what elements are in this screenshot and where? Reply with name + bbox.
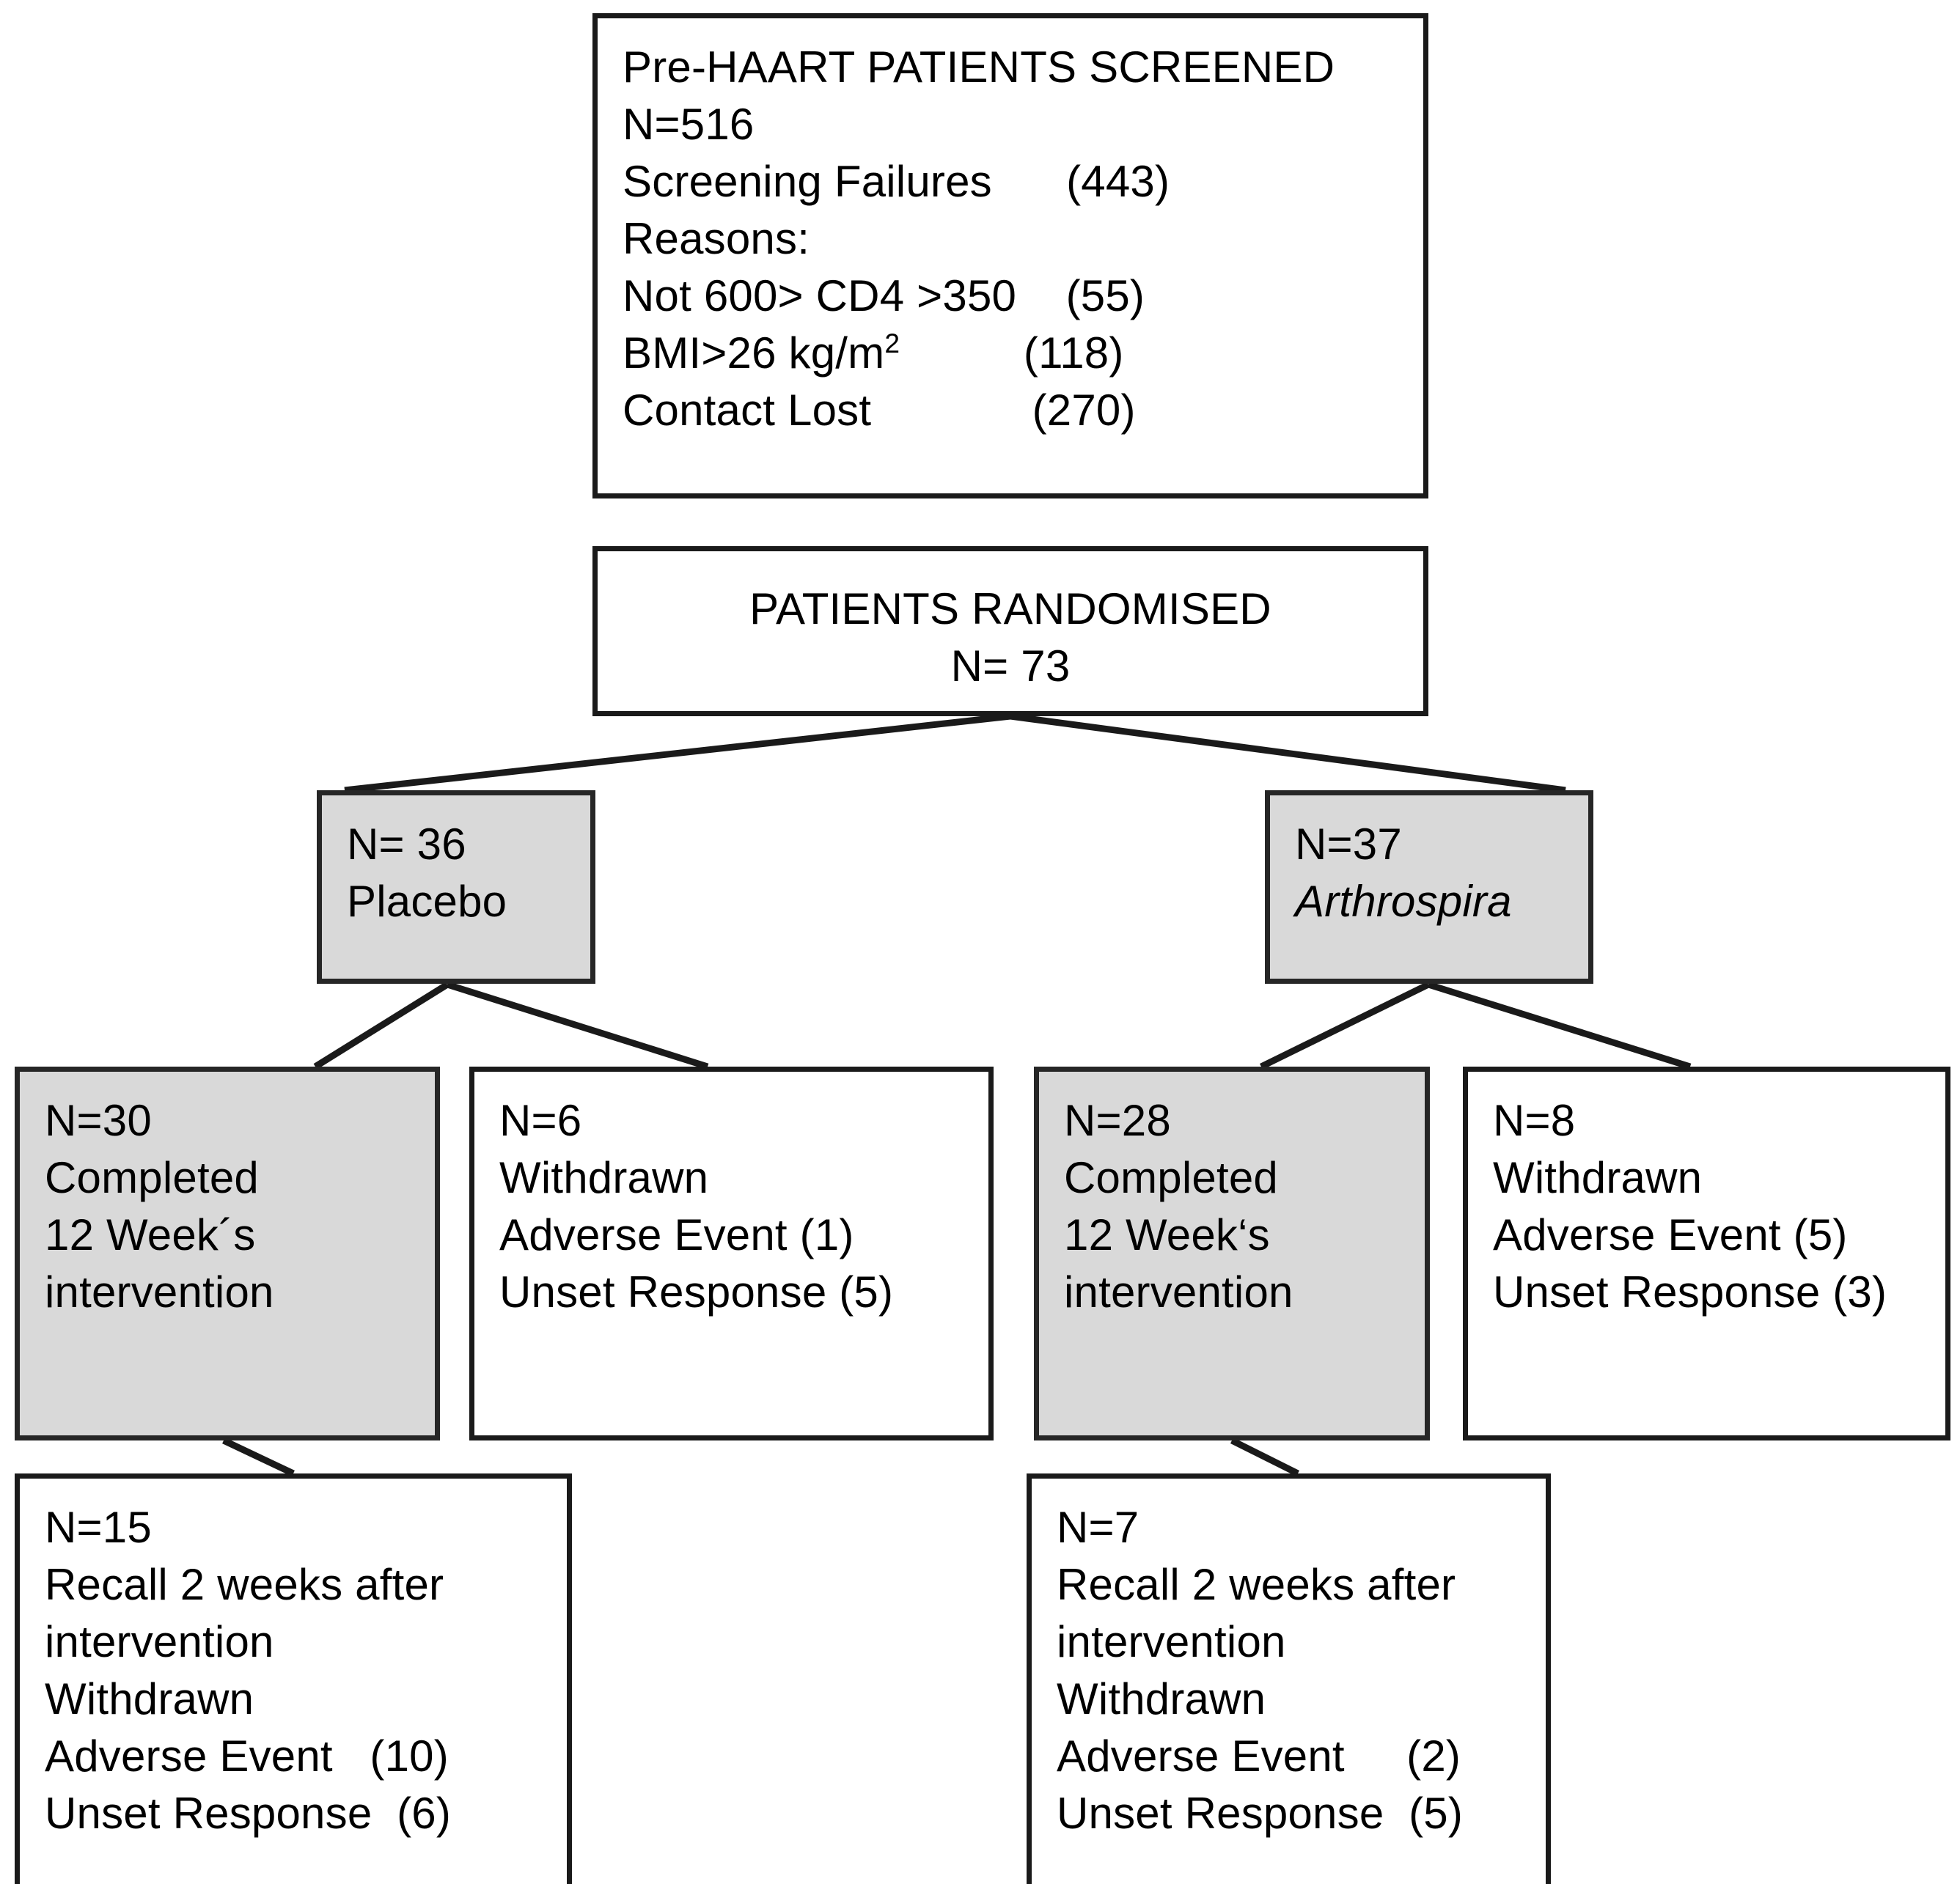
screened-line-reasons: Reasons:	[623, 214, 810, 263]
withdrawn-arthrospira-line-n: N=8	[1493, 1096, 1576, 1145]
completed-placebo-line-intervention: intervention	[45, 1267, 274, 1317]
recall-arthrospira-line-n: N=7	[1057, 1503, 1139, 1552]
node-patients-screened: Pre-HAART PATIENTS SCREENED N=516 Screen…	[592, 13, 1428, 498]
node-withdrawn-placebo: N=6 Withdrawn Adverse Event (1) Unset Re…	[469, 1067, 994, 1440]
randomised-line-title: PATIENTS RANDOMISED	[749, 584, 1271, 633]
recall-placebo-line-intervention: intervention	[45, 1617, 274, 1666]
connector-randomised-to-placebo	[344, 713, 1011, 794]
completed-placebo-line-weeks: 12 Week´s	[45, 1210, 256, 1259]
node-withdrawn-arthrospira: N=8 Withdrawn Adverse Event (5) Unset Re…	[1463, 1067, 1950, 1440]
withdrawn-arthrospira-line-unset: Unset Response (3)	[1493, 1267, 1887, 1317]
arthrospira-line-name: Arthrospira	[1295, 877, 1512, 926]
screened-line-title: Pre-HAART PATIENTS SCREENED	[623, 43, 1335, 92]
node-arm-placebo: N= 36 Placebo	[317, 790, 595, 984]
withdrawn-placebo-line-unset: Unset Response (5)	[499, 1267, 894, 1317]
completed-arthrospira-line-n: N=28	[1064, 1096, 1171, 1145]
recall-placebo-line-adverse: Adverse Event (10)	[45, 1732, 449, 1781]
connector-arthrospira-to-withdrawn	[1427, 981, 1692, 1070]
completed-arthrospira-line-intervention: intervention	[1064, 1267, 1293, 1317]
recall-arthrospira-line-unset: Unset Response (5)	[1057, 1789, 1464, 1838]
connector-placebo-to-completed	[313, 982, 449, 1070]
withdrawn-arthrospira-line-withdrawn: Withdrawn	[1493, 1153, 1703, 1202]
recall-arthrospira-line-recall: Recall 2 weeks after	[1057, 1560, 1456, 1609]
bmi-exponent: 2	[884, 328, 900, 358]
node-completed-placebo: N=30 Completed 12 Week´s intervention	[15, 1067, 440, 1440]
connector-completed-arthrospira-to-recall	[1230, 1437, 1300, 1477]
node-recall-arthrospira: N=7 Recall 2 weeks after intervention Wi…	[1027, 1473, 1551, 1884]
completed-placebo-line-n: N=30	[45, 1096, 152, 1145]
screened-line-contact: Contact Lost (270)	[623, 386, 1136, 435]
withdrawn-arthrospira-line-adverse: Adverse Event (5)	[1493, 1210, 1848, 1259]
arthrospira-line-n: N=37	[1295, 820, 1402, 869]
withdrawn-placebo-line-n: N=6	[499, 1096, 582, 1145]
screened-line-n: N=516	[623, 100, 755, 149]
completed-arthrospira-line-weeks: 12 Week‘s	[1064, 1210, 1270, 1259]
connector-randomised-to-arthrospira	[1010, 713, 1566, 794]
completed-arthrospira-line-completed: Completed	[1064, 1153, 1278, 1202]
recall-placebo-line-n: N=15	[45, 1503, 152, 1552]
completed-placebo-line-completed: Completed	[45, 1153, 259, 1202]
screened-line-cd4: Not 600> CD4 >350 (55)	[623, 271, 1145, 320]
recall-arthrospira-line-withdrawn: Withdrawn	[1057, 1674, 1266, 1723]
node-completed-arthrospira: N=28 Completed 12 Week‘s intervention	[1034, 1067, 1430, 1440]
node-recall-placebo: N=15 Recall 2 weeks after intervention W…	[15, 1473, 572, 1884]
randomised-line-n: N= 73	[950, 641, 1071, 691]
recall-arthrospira-line-intervention: intervention	[1057, 1617, 1286, 1666]
connector-arthrospira-to-completed	[1260, 981, 1430, 1070]
screened-line-bmi: BMI>26 kg/m2 (118)	[623, 328, 1124, 378]
placebo-line-name: Placebo	[347, 877, 507, 926]
connector-placebo-to-withdrawn	[446, 981, 709, 1070]
recall-placebo-line-recall: Recall 2 weeks after	[45, 1560, 444, 1609]
node-arm-arthrospira: N=37 Arthrospira	[1265, 790, 1593, 984]
screened-line-failures: Screening Failures (443)	[623, 157, 1170, 206]
connector-completed-placebo-to-recall	[222, 1437, 295, 1477]
recall-placebo-line-unset: Unset Response (6)	[45, 1789, 452, 1838]
withdrawn-placebo-line-adverse: Adverse Event (1)	[499, 1210, 854, 1259]
recall-placebo-line-withdrawn: Withdrawn	[45, 1674, 254, 1723]
placebo-line-n: N= 36	[347, 820, 466, 869]
node-patients-randomised: PATIENTS RANDOMISED N= 73	[592, 546, 1428, 716]
recall-arthrospira-line-adverse: Adverse Event (2)	[1057, 1732, 1461, 1781]
withdrawn-placebo-line-withdrawn: Withdrawn	[499, 1153, 709, 1202]
